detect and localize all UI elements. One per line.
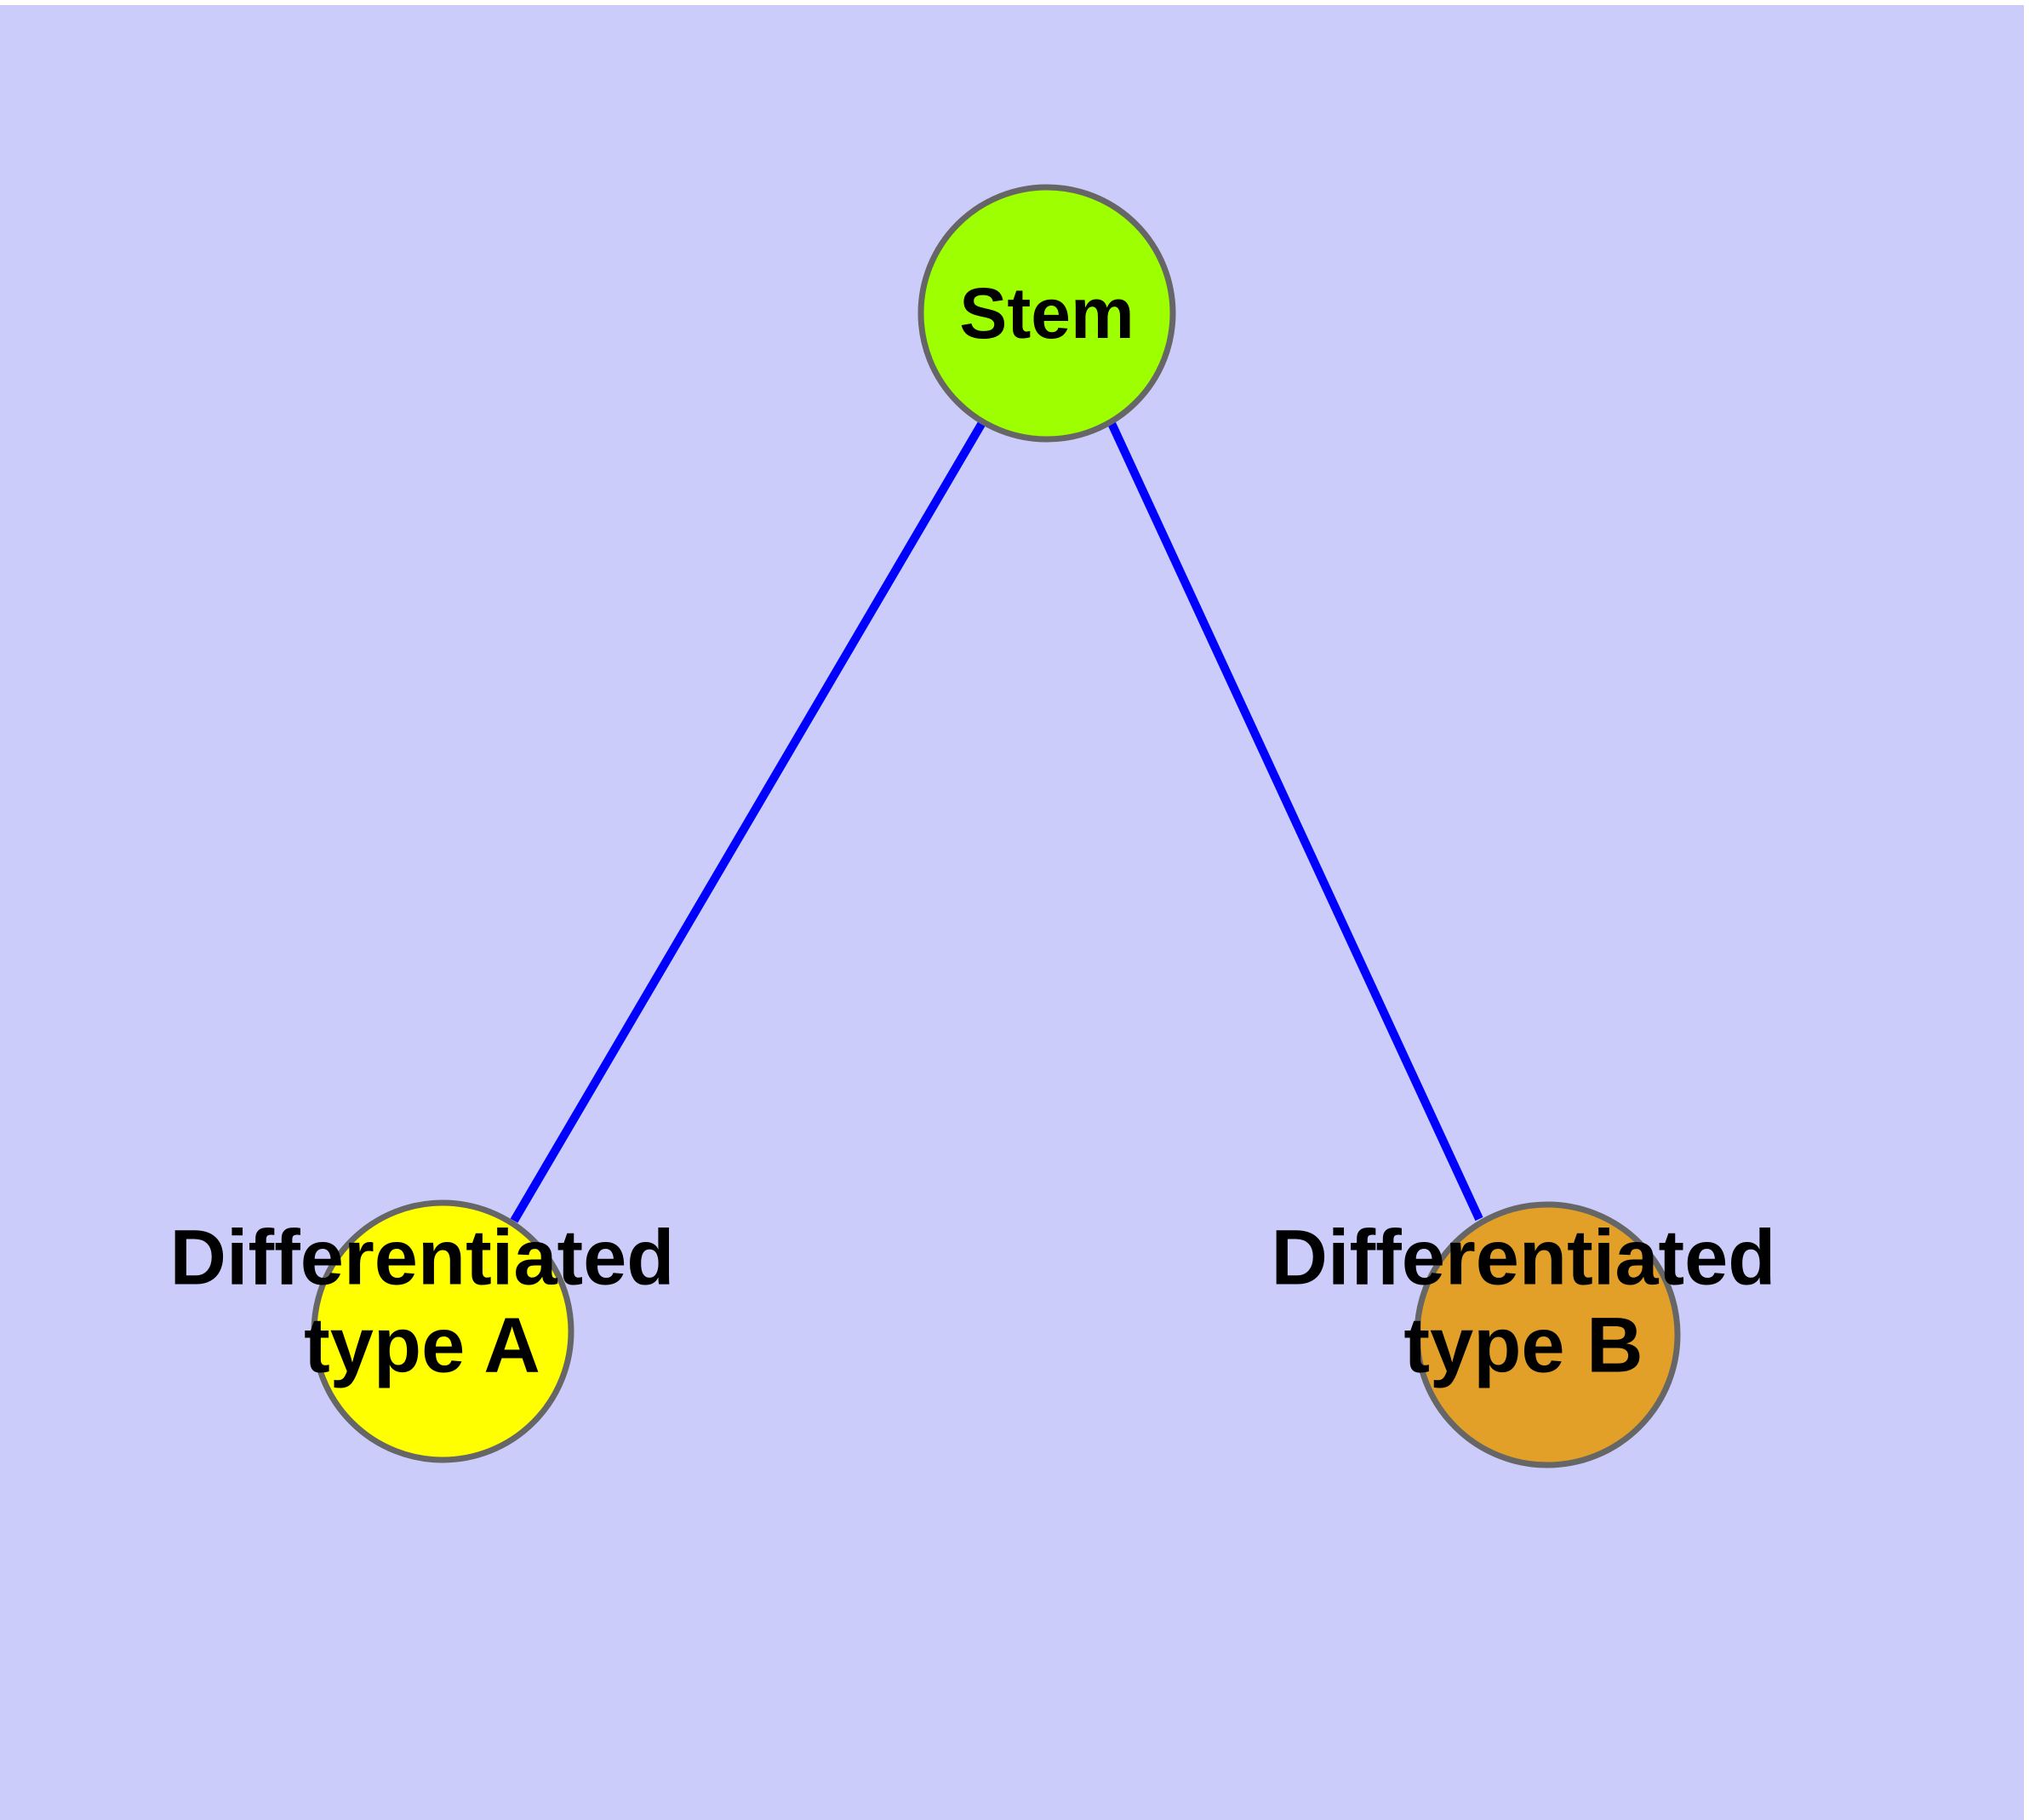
edge-stem-to-diff-b[interactable] — [1106, 419, 1483, 1222]
node-label-line: Differentiated — [170, 1214, 675, 1301]
node-label-line: Stem — [959, 273, 1134, 353]
node-label-line: Differentiated — [1272, 1214, 1776, 1301]
node-label-line: type B — [1403, 1302, 1643, 1389]
node-stem[interactable] — [917, 184, 1176, 443]
node-label-line: type A — [304, 1302, 540, 1389]
node-differentiated-type-b[interactable] — [1414, 1201, 1681, 1468]
node-label-stem: Stem — [959, 273, 1134, 353]
node-differentiated-type-a[interactable] — [311, 1199, 574, 1463]
edge-stem-to-diff-a[interactable] — [510, 419, 987, 1223]
node-layer — [311, 184, 1681, 1468]
edge-layer — [510, 419, 1483, 1223]
